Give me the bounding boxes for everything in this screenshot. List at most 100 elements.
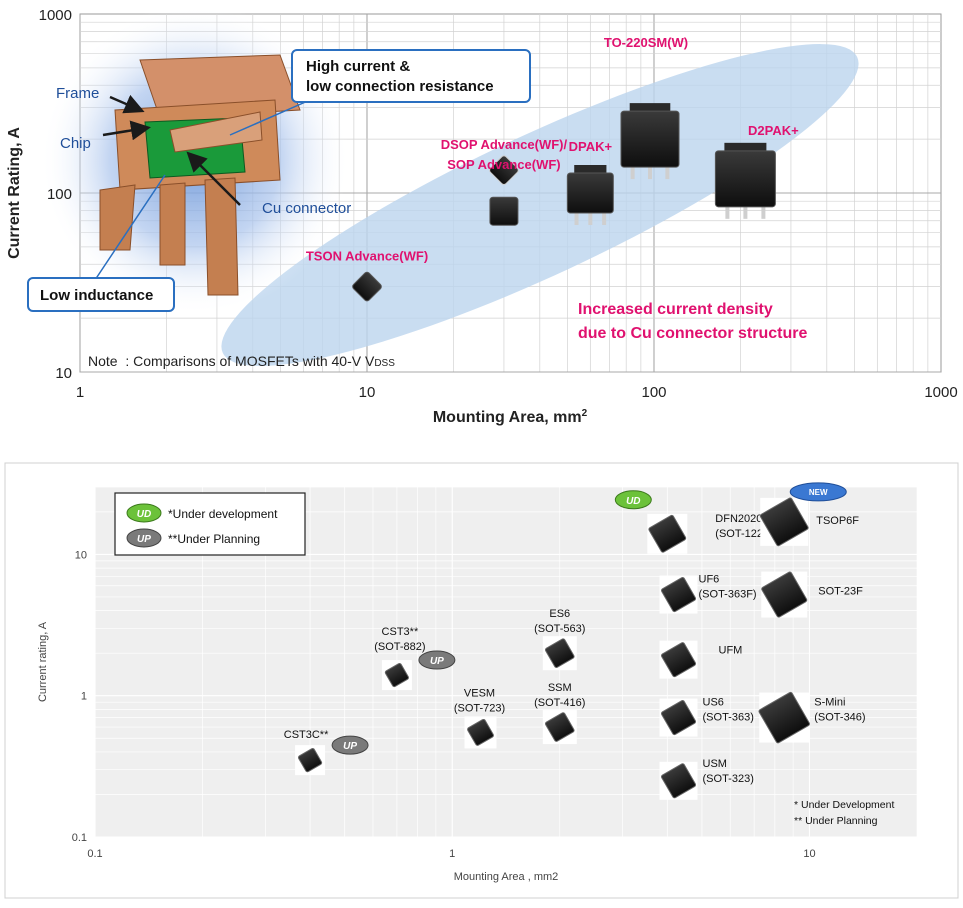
bottom-package-6: UF6 (SOT-363F) bbox=[659, 574, 757, 614]
package-body bbox=[352, 271, 382, 302]
status-badge-text: UP bbox=[430, 656, 444, 667]
bottom-point-label-line2: (SOT-563) bbox=[534, 623, 585, 635]
top-point-label: DSOP Advance(WF)/ bbox=[441, 137, 568, 152]
legend-ud-text: *Under development bbox=[168, 507, 278, 521]
package-body bbox=[761, 571, 808, 618]
bottom-ytick-label: 10 bbox=[75, 549, 87, 561]
package-body bbox=[660, 700, 697, 736]
bottom-ytick-label: 1 bbox=[81, 691, 87, 703]
bottom-point-label: CST3** bbox=[382, 626, 419, 638]
callout-bottom-leader bbox=[94, 174, 166, 281]
status-badge-text: UD bbox=[626, 496, 640, 507]
bottom-xlabel: Mounting Area , mm2 bbox=[454, 871, 559, 883]
top-point-label-line2: SOP Advance(WF) bbox=[447, 157, 560, 172]
bottom-ylabel: Current rating, A bbox=[37, 621, 49, 702]
package-body bbox=[660, 642, 697, 678]
top-package-1: DSOP Advance(WF)/ SOP Advance(WF) bbox=[441, 137, 568, 226]
bottom-point-label-line2: (SOT-323) bbox=[703, 773, 754, 785]
package-body bbox=[384, 662, 409, 688]
legend-up-badge-text: UP bbox=[137, 534, 151, 545]
package-body bbox=[620, 110, 680, 168]
cu-connector-strap bbox=[169, 111, 263, 153]
bottom-point-label-line2: (SOT-882) bbox=[374, 641, 425, 653]
package-lead bbox=[665, 165, 670, 180]
bottom-points: CST3C** UP CST3** (SOT-882) UP VESM (SOT-723) E… bbox=[284, 482, 866, 800]
lead-right bbox=[204, 177, 239, 296]
top-xlabel-sup: 2 bbox=[582, 408, 588, 419]
top-package-4: D2PAK+ bbox=[714, 123, 799, 219]
package-body bbox=[758, 691, 810, 744]
bottom-point-label-line2: (SOT-363F) bbox=[699, 589, 757, 601]
package-lead bbox=[602, 211, 607, 225]
bottom-ytick-label: 0.1 bbox=[72, 832, 87, 844]
top-xtick-label: 1 bbox=[76, 384, 84, 401]
status-badge-text: UP bbox=[343, 741, 357, 752]
bottom-package-8: US6 (SOT-363) bbox=[659, 697, 754, 737]
bottom-xtick-label: 0.1 bbox=[87, 848, 102, 860]
bottom-package-4: SSM(SOT-416) bbox=[534, 682, 585, 745]
bottom-point-label: VESM bbox=[464, 687, 495, 699]
callout-top-line2: low connection resistance bbox=[306, 78, 494, 95]
package-lead bbox=[630, 165, 635, 180]
top-chart: Frame Chip Cu connector High current & l… bbox=[6, 5, 958, 426]
label-frame: Frame bbox=[56, 85, 99, 102]
package-body bbox=[759, 497, 809, 547]
bottom-xtick-label: 1 bbox=[449, 848, 455, 860]
legend-up-badge bbox=[126, 528, 162, 548]
bottom-point-label: UF6 bbox=[699, 574, 720, 586]
top-point-label: D2PAK+ bbox=[748, 123, 799, 138]
bottom-point-label: USM bbox=[703, 758, 727, 770]
bottom-package-12: S-Mini(SOT-346) bbox=[758, 691, 866, 744]
top-package-3: TO-220SM(W) bbox=[604, 35, 688, 180]
status-badge-ud bbox=[614, 490, 652, 510]
chip-arrow bbox=[102, 120, 151, 141]
top-annotation-line2: due to Cu connector structure bbox=[578, 325, 807, 342]
frame-arrow bbox=[109, 94, 145, 114]
bottom-chart: UD *Under development UP **Under Plannin… bbox=[4, 462, 959, 899]
bottom-package-3: ES6(SOT-563) bbox=[534, 608, 585, 671]
bottom-package-0: CST3C** UP bbox=[284, 729, 369, 776]
top-annotation-line1: Increased current density bbox=[578, 301, 773, 318]
bottom-footnote-2: ** Under Planning bbox=[794, 815, 878, 827]
top-note-sub: DSS bbox=[374, 358, 395, 369]
package-lead bbox=[574, 211, 579, 225]
bottom-point-label-line2: (SOT-723) bbox=[454, 702, 505, 714]
top-xtick-label: 10 bbox=[359, 384, 376, 401]
label-chip: Chip bbox=[60, 135, 91, 152]
bottom-point-label-line2: (SOT-346) bbox=[814, 712, 865, 724]
status-badge-up bbox=[418, 650, 456, 670]
bottom-point-label: US6 bbox=[703, 697, 724, 709]
top-ytick-label: 10 bbox=[55, 365, 72, 382]
package-body bbox=[660, 577, 697, 613]
bottom-point-label: CST3C** bbox=[284, 729, 329, 741]
package-body bbox=[566, 172, 614, 214]
legend-ud-badge bbox=[126, 503, 162, 523]
package-body bbox=[544, 712, 575, 742]
top-xlabel-text: Mounting Area, mm bbox=[433, 409, 582, 426]
package-lead bbox=[743, 204, 748, 219]
package-lead bbox=[648, 165, 652, 180]
top-xtick-label: 1000 bbox=[924, 384, 957, 401]
callout-top-box bbox=[291, 49, 531, 103]
top-note-text: Note : Comparisons of MOSFETs with 40-V … bbox=[88, 353, 375, 369]
bottom-point-label-line2: (SOT-416) bbox=[534, 697, 585, 709]
package-body bbox=[544, 638, 575, 668]
bottom-point-label-line2: (SOT-363) bbox=[703, 712, 754, 724]
lead-middle bbox=[159, 182, 186, 266]
top-points: TSON Advance(WF)DSOP Advance(WF)/SOP Adv… bbox=[306, 35, 799, 302]
status-badge-new-text: NEW bbox=[809, 488, 828, 497]
bottom-footnote-1: * Under Development bbox=[794, 799, 894, 811]
bottom-package-7: UFM bbox=[659, 640, 742, 679]
package-lead bbox=[588, 211, 593, 225]
package-body bbox=[467, 718, 494, 746]
top-ytick-label: 100 bbox=[47, 186, 72, 203]
lead-left bbox=[99, 184, 136, 251]
top-note: Note : Comparisons of MOSFETs with 40-V … bbox=[88, 353, 395, 369]
callout-bottom-box bbox=[27, 277, 175, 312]
package-body bbox=[298, 748, 323, 773]
bottom-package-11: SOT-23F bbox=[761, 571, 863, 618]
package-lead bbox=[761, 204, 766, 219]
